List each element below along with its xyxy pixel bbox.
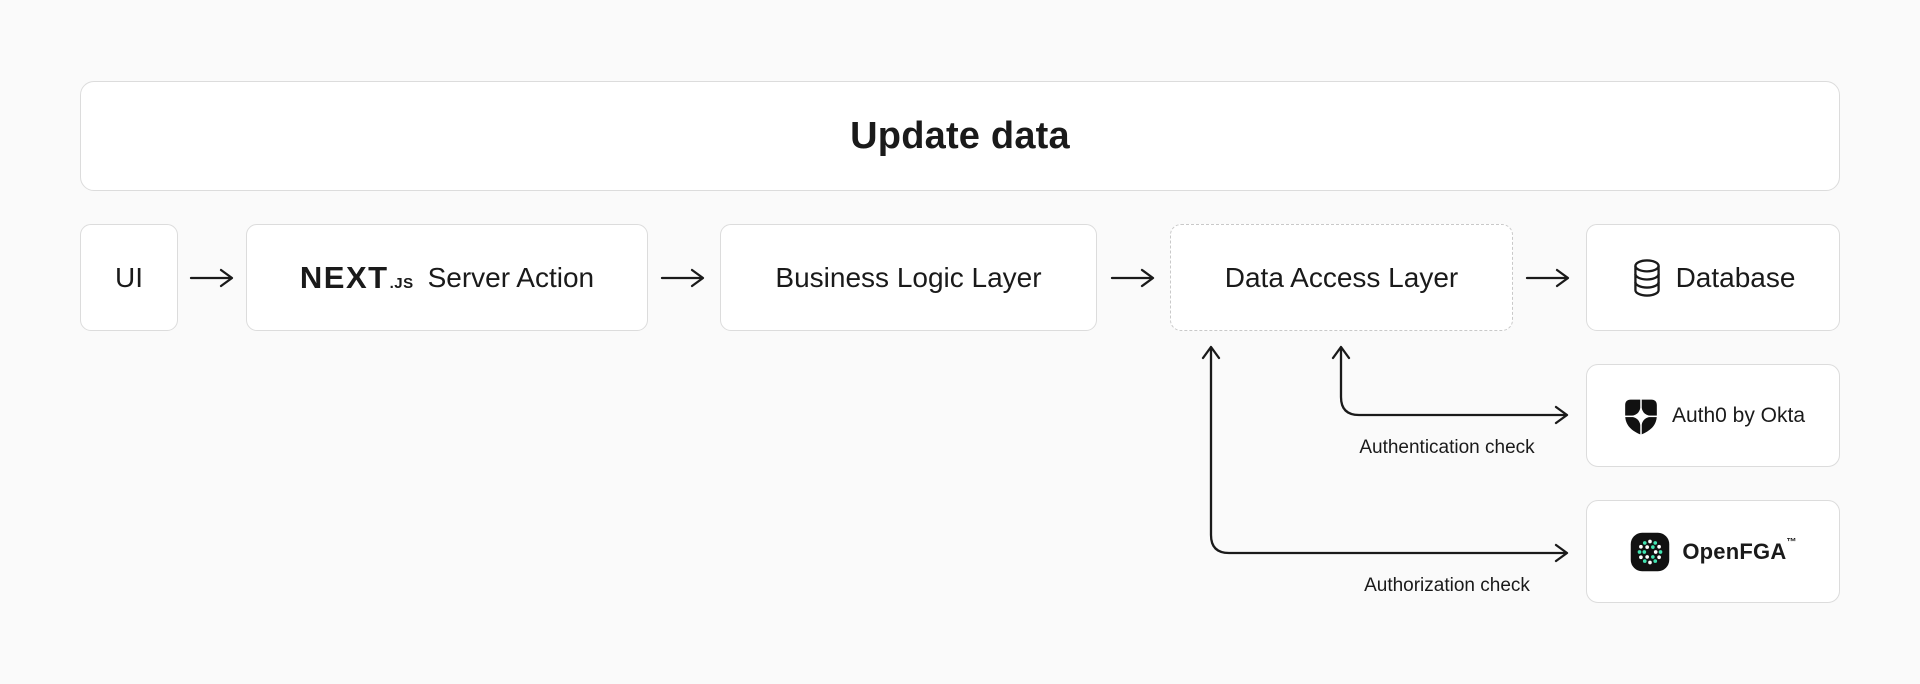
node-business-logic-layer: Business Logic Layer — [720, 224, 1097, 331]
auth0-shield-icon — [1621, 394, 1661, 437]
right-arrow-icon — [1110, 268, 1155, 288]
node-database: Database — [1586, 224, 1840, 331]
node-business-logic-layer-label: Business Logic Layer — [775, 261, 1042, 293]
openfga-dots-icon — [1629, 531, 1671, 573]
service-openfga: OpenFGA™ — [1586, 500, 1840, 603]
right-arrow-icon — [660, 268, 705, 288]
right-arrow-icon — [189, 268, 234, 288]
authentication-check-label: Authentication check — [1359, 437, 1535, 458]
authorization-check-label: Authorization check — [1364, 575, 1530, 596]
service-auth0: Auth0 by Okta — [1586, 364, 1840, 467]
nextjs-logo-suffix: .JS — [389, 274, 414, 292]
authentication-connector-arrow — [1331, 345, 1569, 425]
database-cylinder-icon — [1631, 258, 1663, 298]
right-arrow-icon — [1525, 268, 1570, 288]
title-box: Update data — [80, 81, 1840, 191]
trademark-symbol: ™ — [1786, 536, 1797, 548]
node-ui: UI — [80, 224, 178, 331]
nextjs-logo: NEXT.JS — [299, 259, 414, 295]
node-data-access-layer: Data Access Layer — [1170, 224, 1513, 331]
node-data-access-layer-label: Data Access Layer — [1224, 261, 1459, 293]
service-openfga-label: OpenFGA™ — [1682, 536, 1797, 564]
node-server-action-label: Server Action — [427, 261, 595, 293]
node-database-label: Database — [1675, 261, 1796, 293]
node-ui-label: UI — [115, 261, 143, 293]
service-auth0-label: Auth0 by Okta — [1671, 403, 1806, 427]
node-nextjs-server-action: NEXT.JS Server Action — [246, 224, 648, 331]
diagram-title: Update data — [850, 114, 1070, 157]
